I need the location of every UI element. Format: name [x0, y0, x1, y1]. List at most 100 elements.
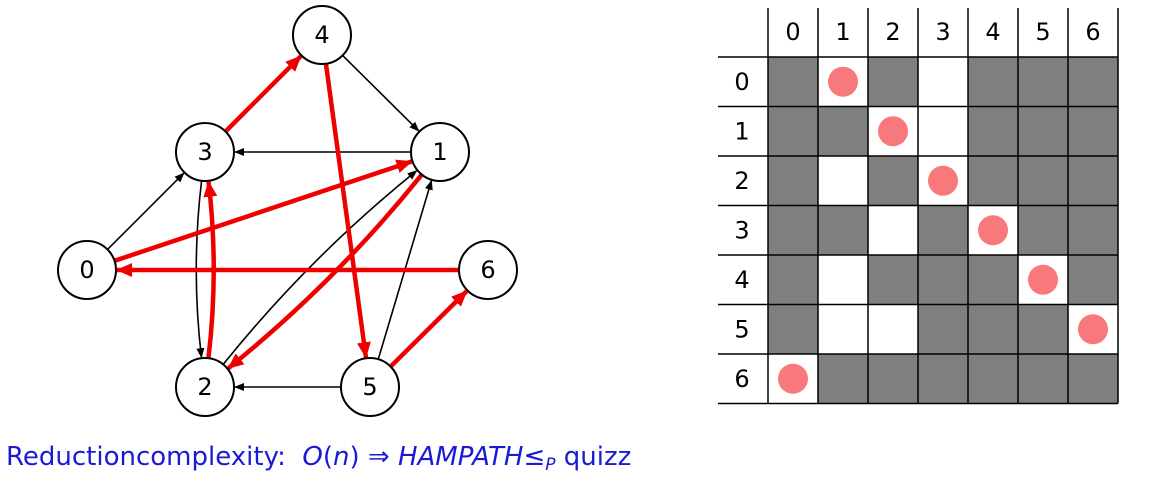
col-header-4: 4 — [985, 18, 1000, 46]
matrix-cell-0-2 — [868, 57, 918, 107]
leq-subscript: P — [545, 455, 556, 475]
matrix-cell-2-0 — [768, 156, 818, 206]
caption-suffix: quizz — [563, 442, 632, 472]
node-4: 4 — [292, 5, 352, 65]
matrix-cell-0-5 — [1018, 57, 1068, 107]
matrix-cell-3-6 — [1068, 205, 1118, 255]
edge-1-to-2 — [226, 173, 424, 370]
matrix-cell-1-3 — [918, 106, 968, 156]
edges-layer — [106, 54, 469, 391]
caption-colon: : — [277, 442, 286, 472]
matrix-cell-2-5 — [1018, 156, 1068, 206]
matrix-cell-3-3 — [918, 205, 968, 255]
node-circle — [410, 122, 470, 182]
nodes-layer: 0 1 2 3 4 5 6 — [57, 5, 518, 417]
matrix-cell-4-0 — [768, 255, 818, 305]
node-label: 2 — [197, 373, 212, 401]
matrix-cell-6-3 — [918, 354, 968, 404]
node-circle — [57, 240, 117, 300]
matrix-cell-6-6 — [1068, 354, 1118, 404]
leq-symbol: ≤ — [523, 442, 546, 472]
matrix-cell-3-2 — [868, 205, 918, 255]
matrix-cell-5-4 — [968, 304, 1018, 354]
edge-2-to-1 — [222, 170, 418, 365]
matrix-cell-5-3 — [918, 304, 968, 354]
row-header-4: 4 — [734, 266, 749, 294]
matrix-cell-3-1 — [818, 205, 868, 255]
col-header-1: 1 — [835, 18, 850, 46]
matrix-cell-4-6 — [1068, 255, 1118, 305]
marker-dot-2-3 — [928, 165, 958, 196]
matrix-cell-5-1 — [818, 304, 868, 354]
edge-0-to-1 — [113, 159, 413, 263]
row-header-2: 2 — [734, 167, 749, 195]
row-header-5: 5 — [734, 315, 749, 343]
big-o: O — [302, 442, 323, 472]
marker-dot-1-2 — [878, 116, 908, 147]
marker-dot-4-5 — [1028, 264, 1058, 295]
caption-prefix: Reductioncomplexity — [6, 442, 278, 472]
col-header-0: 0 — [785, 18, 800, 46]
matrix-cell-1-4 — [968, 106, 1018, 156]
matrix-cell-2-1 — [818, 156, 868, 206]
row-header-3: 3 — [734, 216, 749, 244]
node-5: 5 — [340, 357, 400, 417]
matrix-cell-1-5 — [1018, 106, 1068, 156]
node-0: 0 — [57, 240, 117, 300]
marker-dot-3-4 — [978, 215, 1008, 246]
matrix-cell-5-0 — [768, 304, 818, 354]
matrix-cell-2-2 — [868, 156, 918, 206]
node-circle — [292, 5, 352, 65]
matrix-cell-6-2 — [868, 354, 918, 404]
matrix-cell-3-5 — [1018, 205, 1068, 255]
row-header-1: 1 — [734, 117, 749, 145]
caption: Reductioncomplexity: O(n) ⇒ HAMPATH≤P qu… — [6, 442, 631, 475]
col-header-5: 5 — [1035, 18, 1050, 46]
matrix-grid — [718, 8, 1119, 405]
matrix-cell-4-2 — [868, 255, 918, 305]
node-circle — [340, 357, 400, 417]
col-header-6: 6 — [1085, 18, 1100, 46]
node-1: 1 — [410, 122, 470, 182]
matrix-cell-0-6 — [1068, 57, 1118, 107]
node-label: 6 — [480, 256, 495, 284]
matrix-cell-4-3 — [918, 255, 968, 305]
node-label: 1 — [432, 138, 447, 166]
matrix-cell-6-5 — [1018, 354, 1068, 404]
marker-dot-5-6 — [1078, 314, 1108, 345]
node-circle — [458, 240, 518, 300]
matrix-cell-2-4 — [968, 156, 1018, 206]
matrix-cell-1-6 — [1068, 106, 1118, 156]
matrix-cell-3-0 — [768, 205, 818, 255]
matrix-cell-6-1 — [818, 354, 868, 404]
node-label: 3 — [197, 138, 212, 166]
matrix-cell-4-1 — [818, 255, 868, 305]
edge-4-to-1 — [342, 54, 420, 132]
col-header-2: 2 — [885, 18, 900, 46]
matrix-cell-1-1 — [818, 106, 868, 156]
matrix-cell-5-5 — [1018, 304, 1068, 354]
matrix-cell-0-0 — [768, 57, 818, 107]
marker-dot-6-0 — [778, 363, 808, 394]
edge-0-to-3 — [106, 172, 185, 251]
matrix-cell-4-4 — [968, 255, 1018, 305]
marker-dot-0-1 — [828, 66, 858, 97]
graph-diagram: 0 1 2 3 4 5 6 — [57, 5, 518, 417]
node-label: 5 — [362, 373, 377, 401]
matrix-cells — [768, 57, 1118, 404]
caption-complexity: O(n) — [302, 442, 360, 472]
matrix-cell-6-4 — [968, 354, 1018, 404]
problem-name: HAMPATH — [397, 442, 524, 472]
node-circle — [175, 357, 235, 417]
matrix-cell-1-0 — [768, 106, 818, 156]
node-3: 3 — [175, 122, 235, 182]
node-label: 4 — [314, 21, 329, 49]
complexity-var: n — [333, 442, 350, 472]
implies-arrow: ⇒ — [367, 442, 390, 472]
matrix-cell-0-3 — [918, 57, 968, 107]
matrix-cell-5-2 — [868, 304, 918, 354]
edge-3-to-4 — [223, 54, 303, 134]
edge-5-to-6 — [389, 289, 469, 369]
